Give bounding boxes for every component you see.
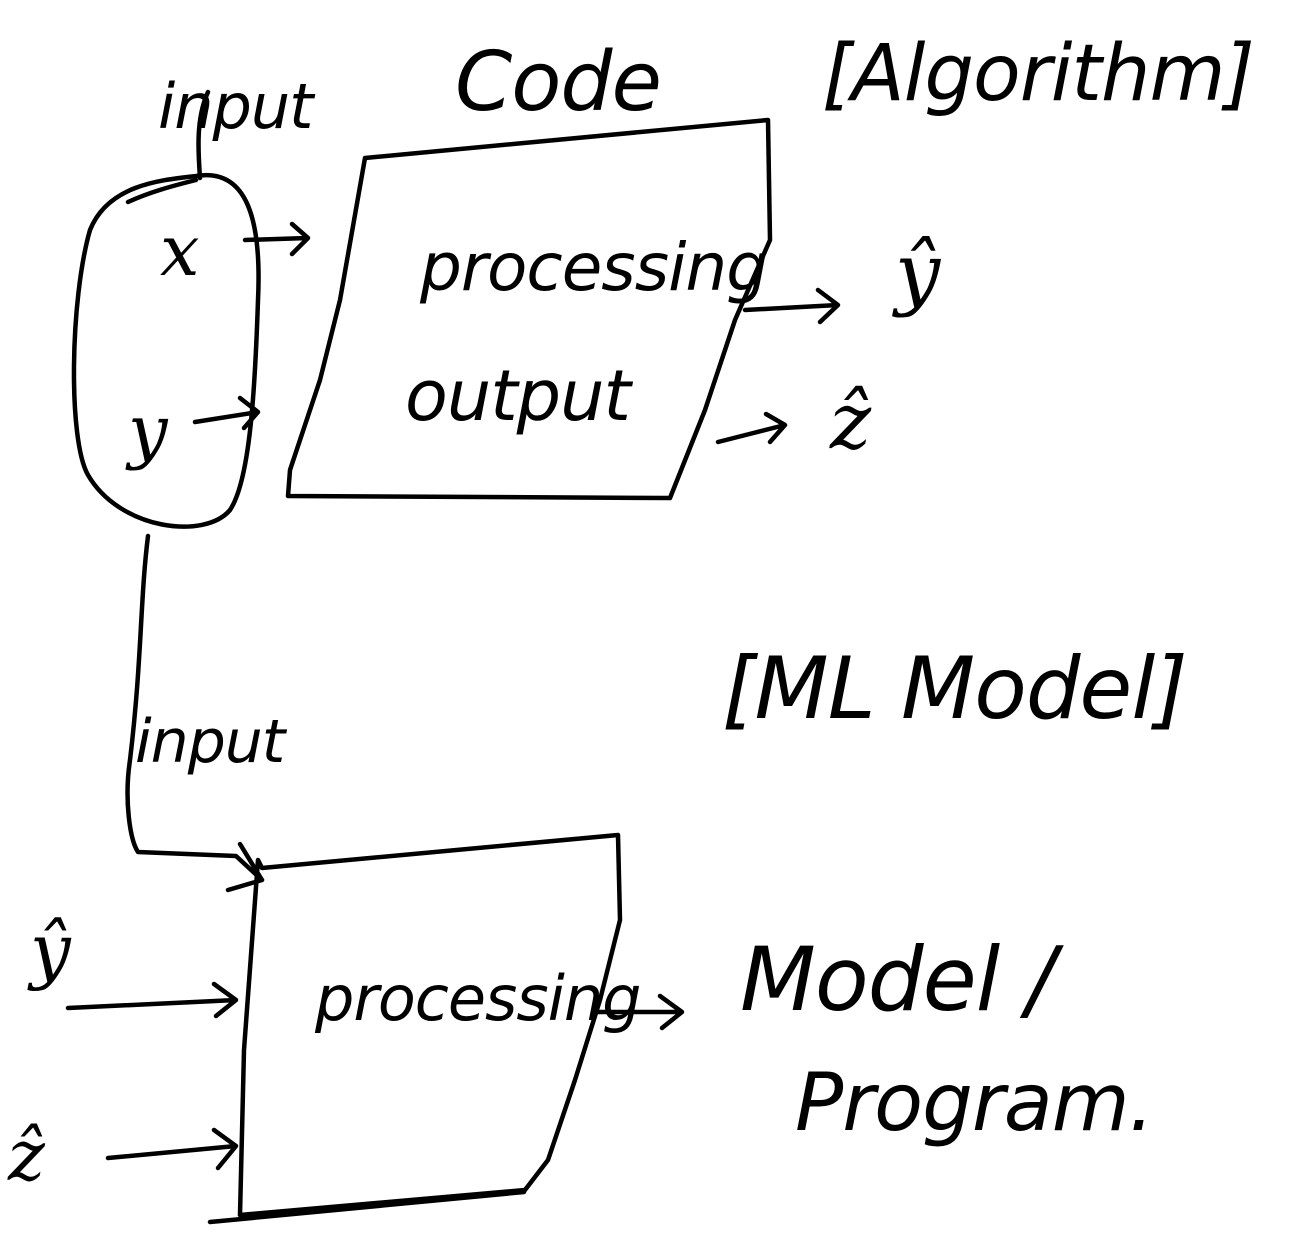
arrow-to-model-program [592,993,685,1031]
y-variable: y [125,390,169,472]
y-hat-output: ŷ [892,226,942,319]
processing-label-top: processing [419,229,767,306]
z-hat-input-bottom: ẑ [7,1115,46,1197]
data-blob-top-edge [125,177,199,205]
input-connector-top [196,89,211,181]
model-program-line1: Model / [740,928,1064,1031]
processing-box-top [285,117,773,501]
connector-arrowhead [225,841,265,893]
model-program-line2: Program. [795,1056,1153,1149]
y-hat-input-bottom: ŷ [27,908,72,992]
data-blob [71,172,261,529]
processing-label-bottom: processing [314,962,641,1035]
ml-model-label: [ML Model] [722,639,1187,739]
processing-box-bottom-base [207,1189,527,1225]
output-label: output [405,355,633,437]
arrow-y-to-processing [192,395,261,431]
algorithm-label: [Algorithm] [822,29,1254,119]
x-variable: x [160,210,199,292]
arrow-to-y-hat [742,287,841,325]
arrow-to-z-hat [715,411,788,445]
processing-box-bottom [237,832,623,1218]
input-label-top: input [158,70,316,143]
z-hat-output: ẑ [829,377,872,467]
connector-blob-to-bottom-processing [125,533,265,883]
input-label-bottom: input [135,707,288,777]
arrow-x-to-processing [242,221,311,257]
arrow-z-hat-to-processing [105,1127,239,1171]
arrow-y-hat-to-processing [65,981,239,1019]
code-title: Code [455,35,661,130]
